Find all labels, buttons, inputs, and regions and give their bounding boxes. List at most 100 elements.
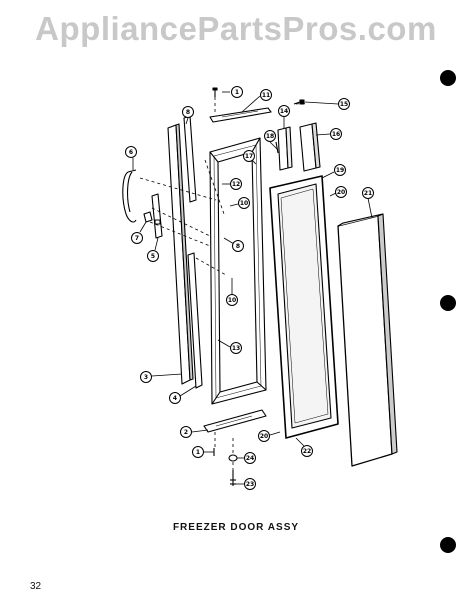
callout-circle (260, 89, 272, 101)
callout-circle (232, 240, 244, 252)
callout-c1b: 1 (192, 446, 204, 458)
callout-circle (231, 86, 243, 98)
callout-label: 21 (364, 190, 372, 197)
callout-label: 8 (186, 109, 190, 116)
callout-circle (125, 146, 137, 158)
callout-c14: 14 (278, 105, 290, 117)
screw-top (212, 87, 218, 97)
part-15-screw (293, 99, 305, 105)
callout-c3: 3 (140, 371, 152, 383)
callout-circle (258, 430, 270, 442)
upper-strip-12 (183, 115, 197, 203)
callout-label: 22 (303, 448, 311, 455)
callout-label: 23 (246, 481, 254, 488)
diagram-caption: FREEZER DOOR ASSY (172, 522, 300, 533)
part-16-cap (299, 122, 321, 172)
callout-c7: 7 (131, 232, 143, 244)
callout-label: 7 (135, 235, 139, 242)
page-number: 32 (30, 581, 42, 592)
lower-strip-4 (187, 252, 203, 389)
callout-c16: 16 (330, 128, 342, 140)
callout-label: 14 (280, 108, 288, 115)
bracket-7 (143, 211, 153, 223)
callout-c23: 23 (244, 478, 256, 490)
watermark: AppliancePartsPros.com (35, 10, 437, 47)
callout-c19: 19 (334, 164, 346, 176)
top-hinge-bar (209, 107, 272, 123)
callout-circle (140, 371, 152, 383)
door-handle (122, 169, 137, 223)
callout-circle (330, 128, 342, 140)
callout-label: 20 (337, 189, 345, 196)
callout-circle (192, 446, 204, 458)
callout-c10a: 10 (238, 197, 250, 209)
callout-c4: 4 (169, 392, 181, 404)
callout-circle (182, 106, 194, 118)
callout-c13: 13 (230, 342, 242, 354)
callout-circle (362, 187, 374, 199)
left-trim-3 (167, 123, 194, 385)
callout-c1a: 1 (231, 86, 243, 98)
callout-c15: 15 (338, 98, 350, 110)
callout-circle (244, 452, 256, 464)
callout-circle (169, 392, 181, 404)
callout-c8b: 8 (232, 240, 244, 252)
callout-label: 20 (260, 433, 268, 440)
inner-liner-19 (269, 175, 339, 439)
part-14-bracket (277, 126, 293, 171)
callout-circle (244, 478, 256, 490)
callout-label: 1 (196, 449, 200, 456)
gasket-frame-13 (209, 137, 267, 405)
callout-circle (334, 164, 346, 176)
callout-label: 6 (129, 149, 133, 156)
callout-label: 8 (236, 243, 240, 250)
callout-c24: 24 (244, 452, 256, 464)
callout-c22: 22 (301, 445, 313, 457)
callout-label: 3 (144, 374, 148, 381)
callout-c17: 17 (243, 150, 255, 162)
callout-c20a: 20 (335, 186, 347, 198)
callout-circle (131, 232, 143, 244)
callout-circle (301, 445, 313, 457)
callout-c20b: 20 (258, 430, 270, 442)
callout-label: 11 (262, 92, 270, 99)
callout-circle (338, 98, 350, 110)
callout-c2: 2 (180, 426, 192, 438)
callout-label: 13 (232, 345, 240, 352)
callout-circle (226, 294, 238, 306)
callout-label: 12 (232, 181, 240, 188)
callout-circle (238, 197, 250, 209)
callout-c21: 21 (362, 187, 374, 199)
callout-c18: 18 (264, 130, 276, 142)
callout-c8a: 8 (182, 106, 194, 118)
callout-circle (180, 426, 192, 438)
callout-circle (230, 342, 242, 354)
callout-label: 5 (151, 253, 155, 260)
handle-bracket-5 (151, 193, 163, 239)
bottom-hinge-bar (203, 409, 267, 433)
callout-label: 19 (336, 167, 344, 174)
callout-label: 17 (245, 153, 253, 160)
callout-label: 2 (184, 429, 188, 436)
callout-label: 18 (266, 133, 274, 140)
part-18-screw (275, 141, 279, 154)
callout-c12: 12 (230, 178, 242, 190)
callout-circle (264, 130, 276, 142)
callout-c11: 11 (260, 89, 272, 101)
callout-circle (335, 186, 347, 198)
callout-circle (147, 250, 159, 262)
callout-circle (230, 178, 242, 190)
callout-label: 16 (332, 131, 340, 138)
callout-circle (243, 150, 255, 162)
callout-circle (278, 105, 290, 117)
outer-door-panel-21 (337, 213, 398, 467)
callout-label: 10 (228, 297, 236, 304)
callout-label: 15 (340, 101, 348, 108)
callout-c10b: 10 (226, 294, 238, 306)
callout-label: 10 (240, 200, 248, 207)
callout-c5: 5 (147, 250, 159, 262)
callout-c6: 6 (125, 146, 137, 158)
